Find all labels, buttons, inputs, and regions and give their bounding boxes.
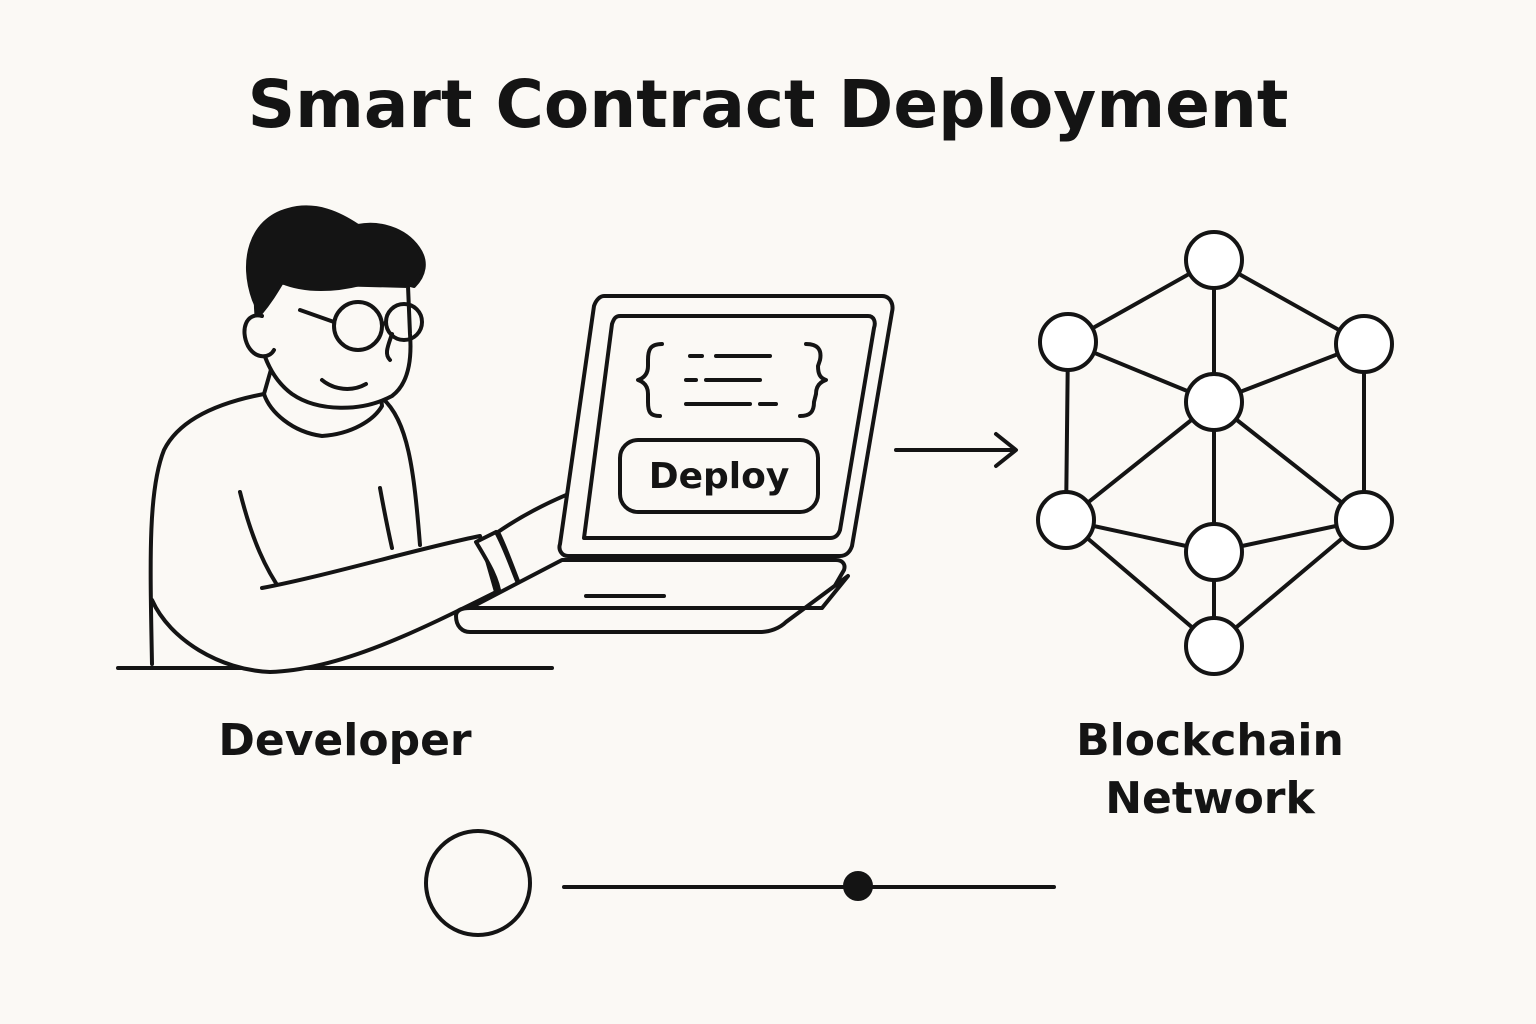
page-title: Smart Contract Deployment [247, 66, 1289, 143]
timeline-handle [843, 871, 873, 901]
arrow-right-icon [894, 432, 1018, 468]
developer-arm [150, 534, 498, 674]
network-node [1184, 522, 1244, 582]
network-node [1038, 312, 1098, 372]
developer-hair [246, 205, 426, 316]
network-node [1184, 372, 1244, 432]
deploy-button-shape [618, 438, 820, 514]
network-node [1184, 230, 1244, 290]
network-nodes [1036, 230, 1394, 676]
timeline-start-circle [424, 829, 532, 937]
network-edges [1064, 258, 1366, 648]
network-node [1184, 616, 1244, 676]
network-label-line1: Blockchain [1076, 715, 1344, 766]
laptop-screen-inner [582, 314, 877, 540]
network-node [1334, 314, 1394, 374]
network-label: Blockchain Network [1040, 712, 1380, 828]
network-node [1334, 490, 1394, 550]
timeline-slider [424, 829, 1056, 937]
network-label-line2: Network [1105, 773, 1315, 824]
deploy-button-label[interactable]: Deploy [649, 456, 790, 497]
laptop-deck [454, 574, 850, 634]
code-braces-icon [636, 342, 828, 418]
laptop-base [468, 558, 847, 610]
developer-label: Developer [218, 715, 472, 766]
network-graph-icon [1036, 230, 1394, 676]
network-node [1036, 490, 1096, 550]
